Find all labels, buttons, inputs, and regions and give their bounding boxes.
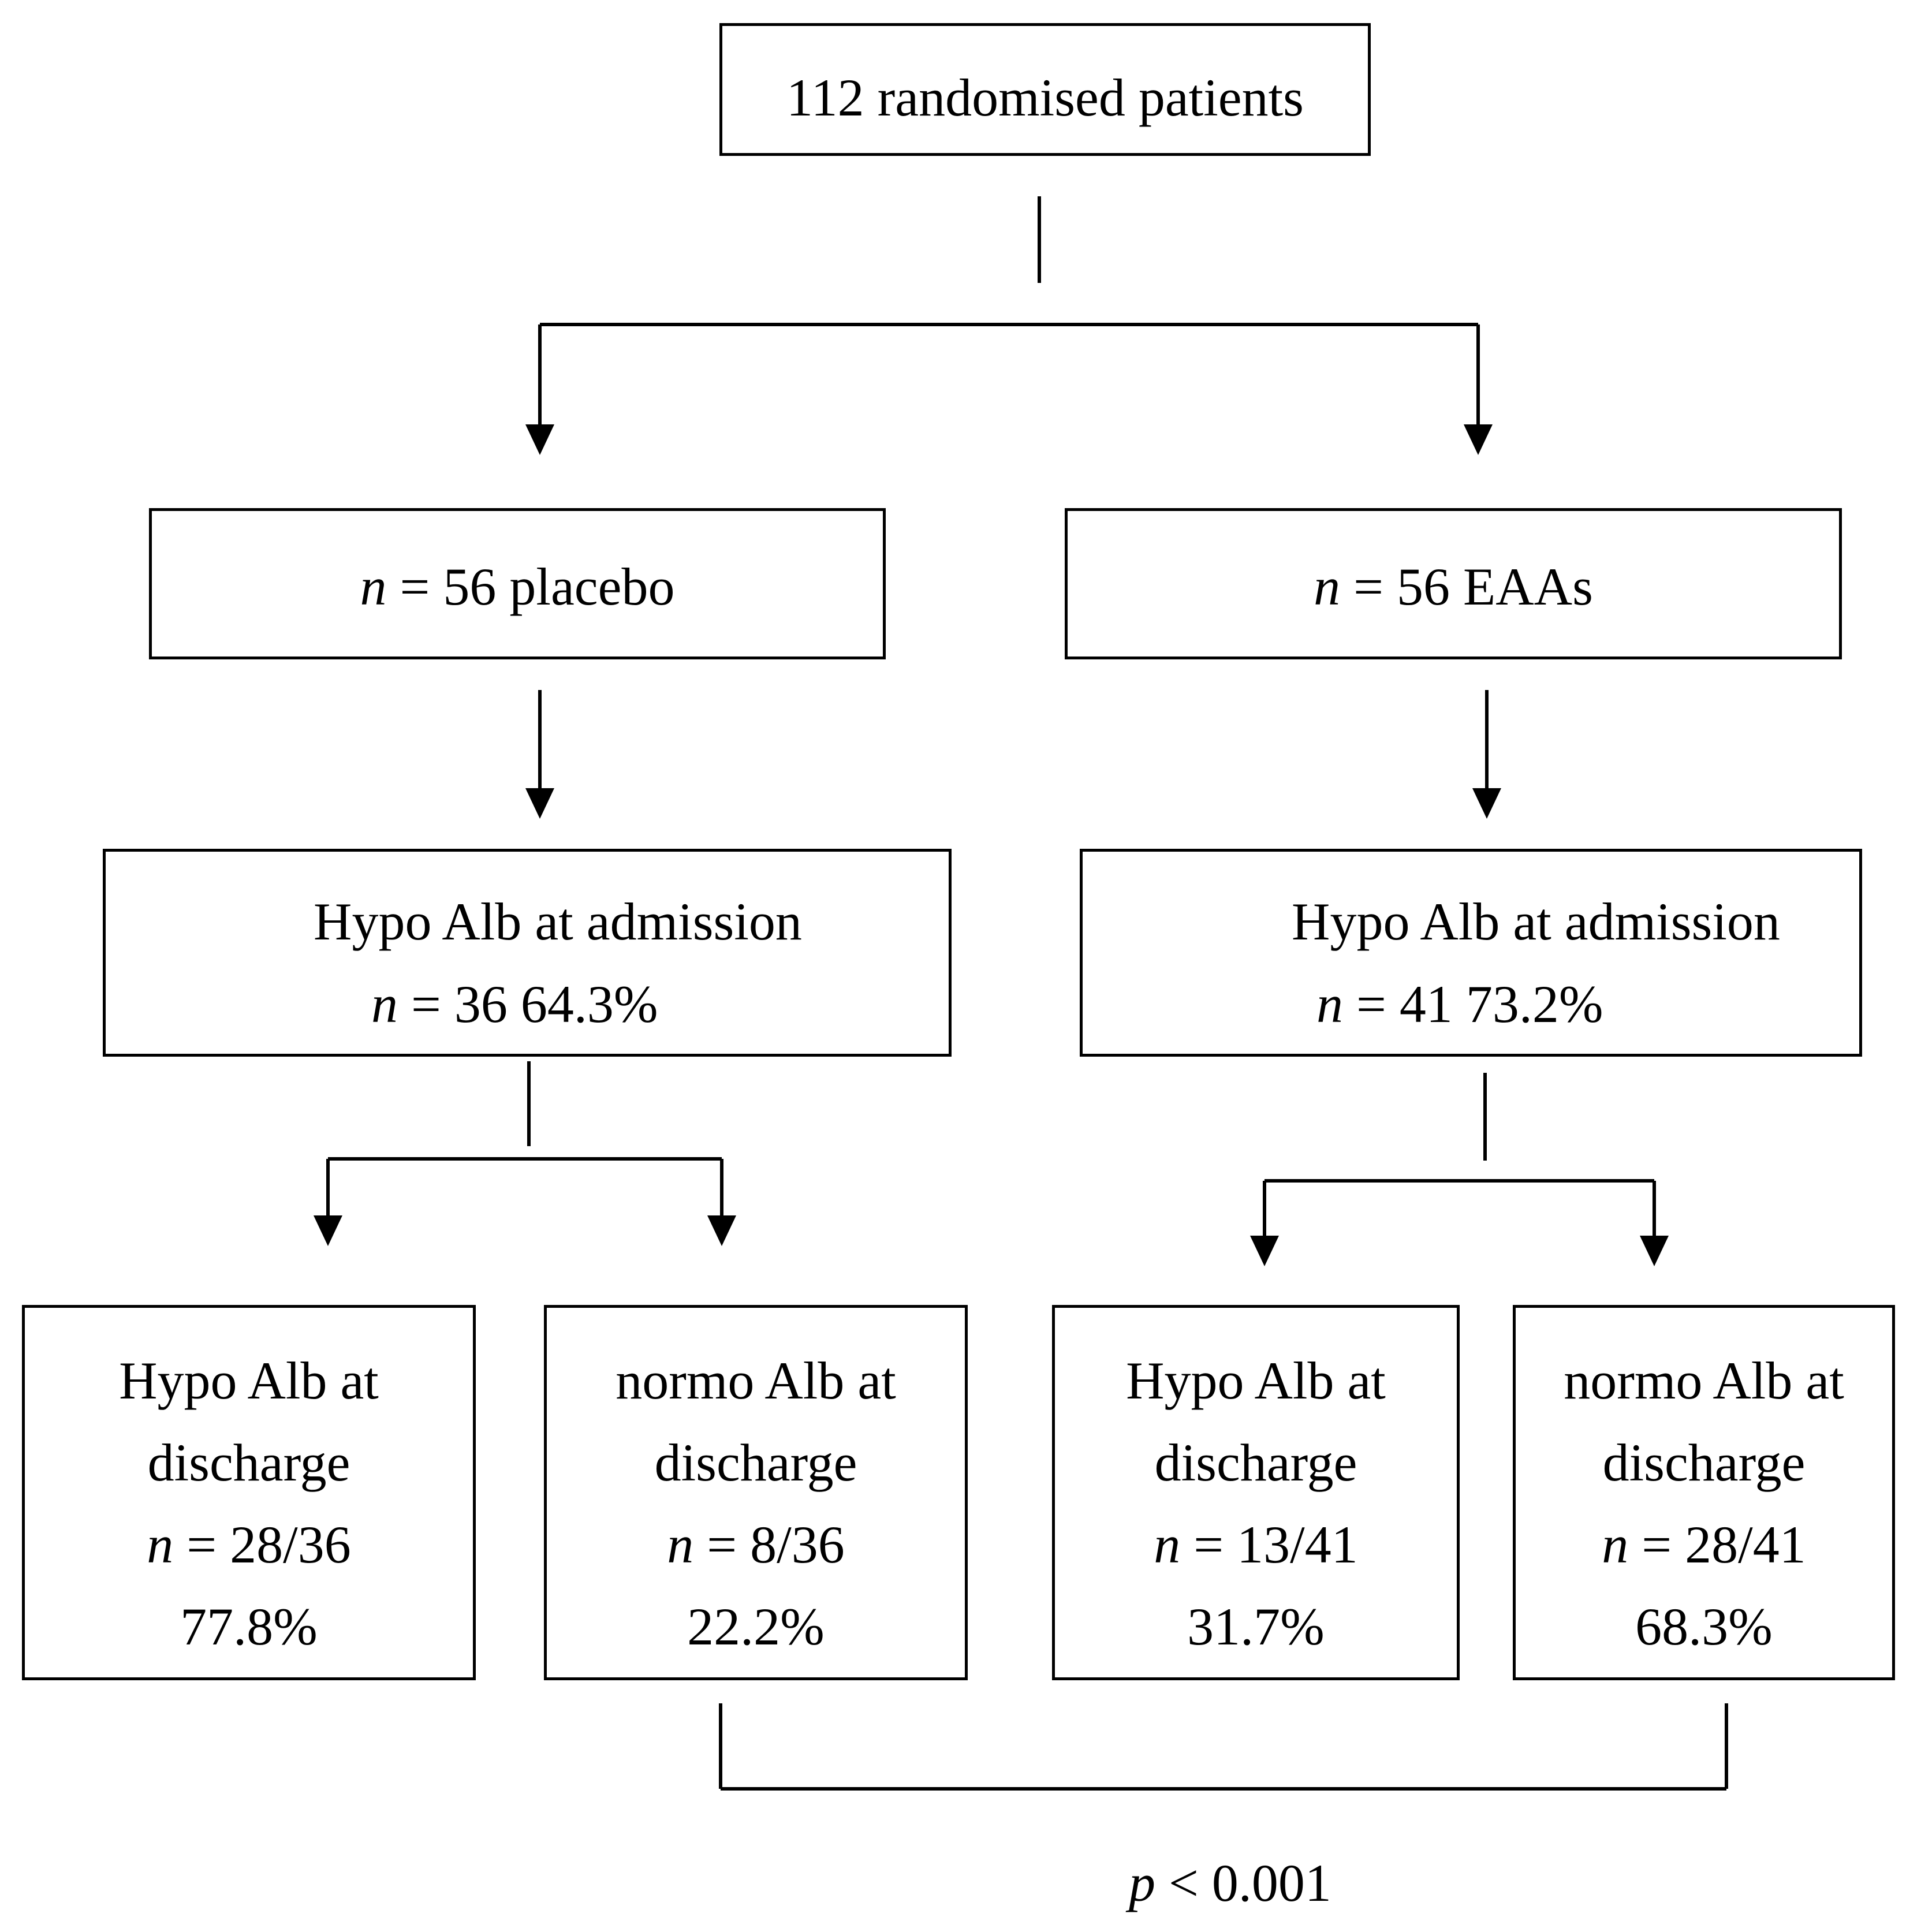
placebo-normo-subtitle: discharge xyxy=(654,1433,857,1492)
n-symbol: n xyxy=(1602,1515,1629,1574)
n-symbol: n xyxy=(147,1515,174,1574)
eaas-normo-count: = 28/41 xyxy=(1628,1515,1806,1574)
arrowhead-right-group xyxy=(1464,424,1493,455)
n-symbol: n xyxy=(360,557,387,616)
eaas-admission-count: = 41 73.2% xyxy=(1343,975,1603,1034)
placebo-normo-title: normo Alb at xyxy=(616,1351,896,1410)
p-value-text: < 0.001 xyxy=(1155,1853,1331,1912)
eaas-normo-title: normo Alb at xyxy=(1564,1351,1844,1410)
placebo-normo-discharge-node: normo Alb at discharge n = 8/36 22.2% xyxy=(544,1305,968,1680)
placebo-label: = 56 placebo xyxy=(386,557,675,616)
p-symbol: p xyxy=(1129,1853,1155,1912)
root-node: 112 randomised patients xyxy=(719,23,1371,156)
placebo-hypo-count: = 28/36 xyxy=(173,1515,351,1574)
arrowhead-left-group xyxy=(525,424,554,455)
placebo-normo-percent: 22.2% xyxy=(687,1597,825,1656)
eaas-normo-percent: 68.3% xyxy=(1635,1597,1773,1656)
p-value-label: p < 0.001 xyxy=(1129,1856,1331,1909)
eaas-admission-title: Hypo Alb at admission xyxy=(1292,892,1780,951)
placebo-admission-node: Hypo Alb at admission n = 36 64.3% xyxy=(103,849,952,1057)
eaas-hypo-discharge-node: Hypo Alb at discharge n = 13/41 31.7% xyxy=(1052,1305,1460,1680)
eaas-hypo-count: = 13/41 xyxy=(1180,1515,1358,1574)
eaas-hypo-subtitle: discharge xyxy=(1154,1433,1357,1492)
eaas-label: = 56 EAAs xyxy=(1340,557,1593,616)
eaas-normo-subtitle: discharge xyxy=(1602,1433,1806,1492)
n-symbol: n xyxy=(1154,1515,1181,1574)
placebo-normo-count: = 8/36 xyxy=(693,1515,845,1574)
eaas-hypo-percent: 31.7% xyxy=(1187,1597,1325,1656)
eaas-normo-discharge-node: normo Alb at discharge n = 28/41 68.3% xyxy=(1513,1305,1895,1680)
placebo-hypo-subtitle: discharge xyxy=(147,1433,350,1492)
eaas-hypo-title: Hypo Alb at xyxy=(1126,1351,1386,1410)
arrowhead-eaas-hypo xyxy=(1250,1236,1279,1266)
placebo-admission-count: = 36 64.3% xyxy=(398,975,658,1034)
placebo-hypo-title: Hypo Alb at xyxy=(119,1351,379,1410)
arrowhead-placebo-hypo xyxy=(314,1215,342,1246)
n-symbol: n xyxy=(1314,557,1341,616)
n-symbol: n xyxy=(1316,975,1343,1034)
arrowhead-eaas-admission xyxy=(1472,788,1501,819)
n-symbol: n xyxy=(371,975,398,1034)
placebo-node: n = 56 placebo xyxy=(149,508,886,659)
placebo-hypo-percent: 77.8% xyxy=(180,1597,318,1656)
eaas-admission-node: Hypo Alb at admission n = 41 73.2% xyxy=(1080,849,1862,1057)
arrowhead-eaas-normo xyxy=(1640,1236,1669,1266)
eaas-node: n = 56 EAAs xyxy=(1065,508,1842,659)
placebo-hypo-discharge-node: Hypo Alb at discharge n = 28/36 77.8% xyxy=(22,1305,476,1680)
arrowhead-placebo-normo xyxy=(707,1215,736,1246)
n-symbol: n xyxy=(667,1515,694,1574)
root-label: 112 randomised patients xyxy=(786,68,1304,127)
placebo-admission-title: Hypo Alb at admission xyxy=(314,892,802,951)
arrowhead-placebo-admission xyxy=(525,788,554,819)
